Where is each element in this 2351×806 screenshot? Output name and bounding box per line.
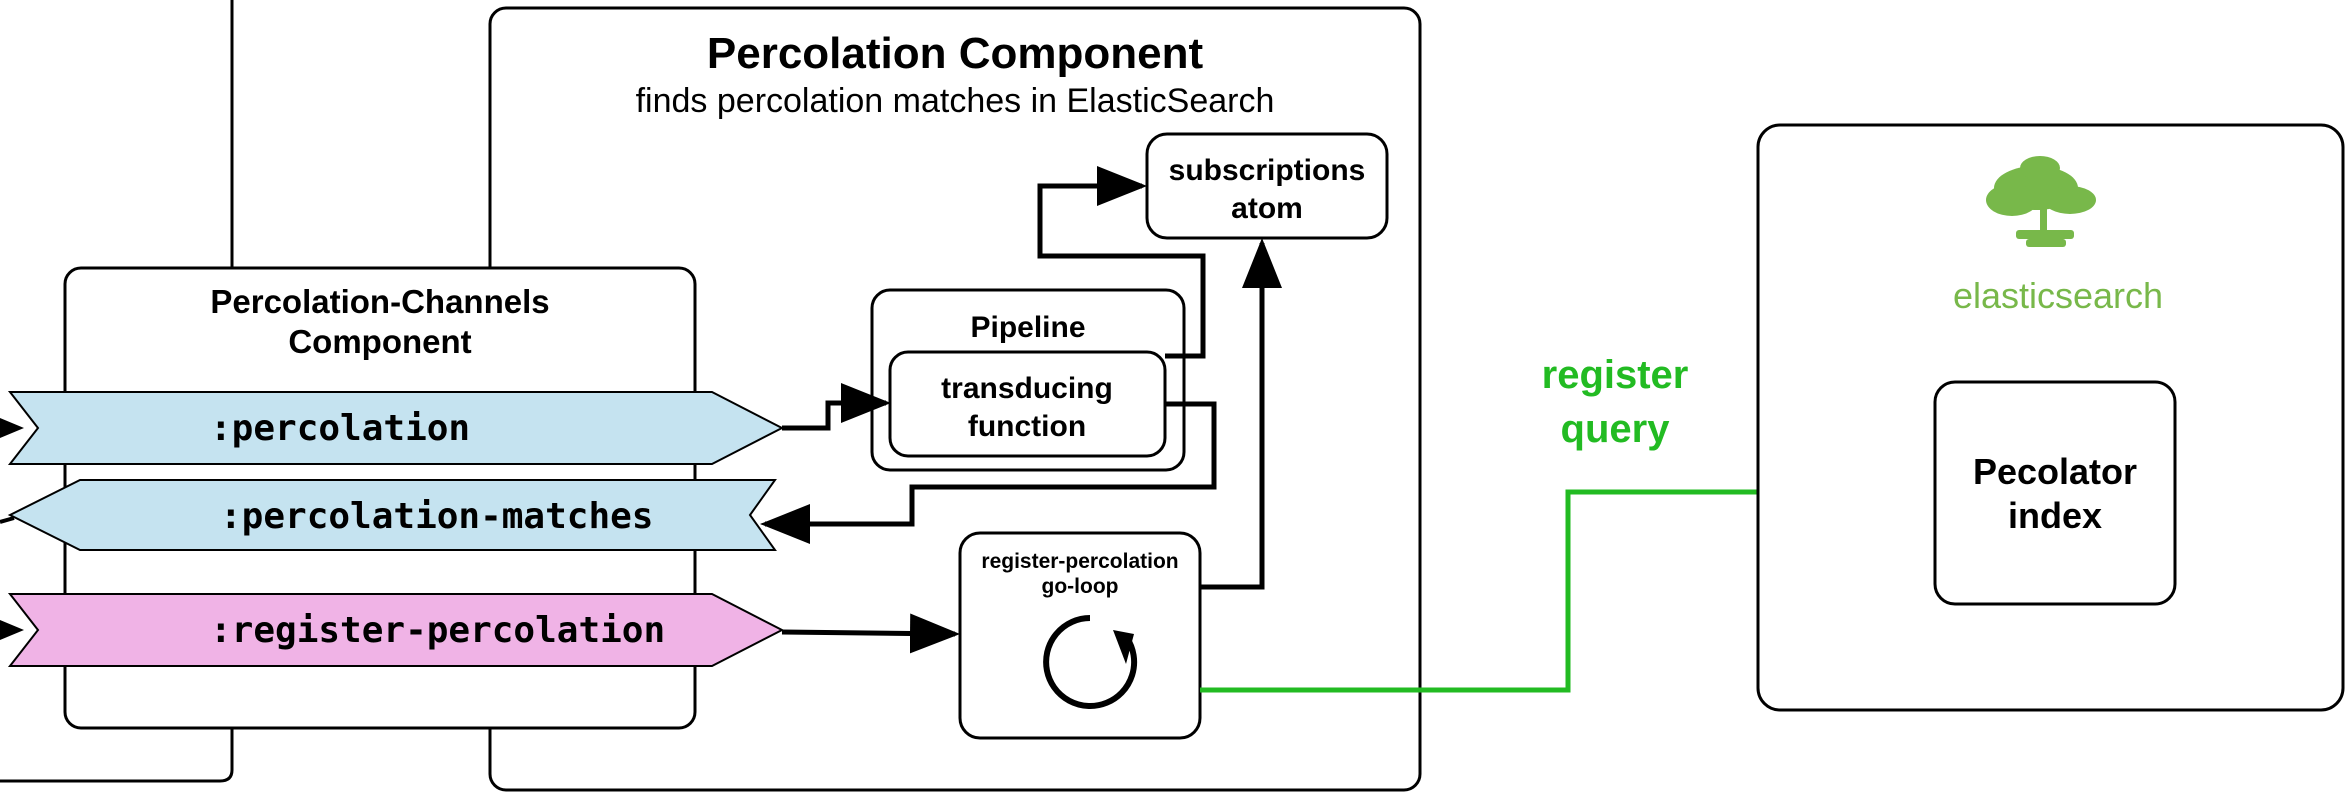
pipeline-title: Pipeline: [970, 311, 1085, 344]
go-loop-label-line2: go-loop: [1042, 575, 1119, 598]
arrow-register-query: [1200, 472, 1935, 693]
left-arrow-percolation: [0, 418, 24, 438]
channel-percolation-matches-label: :percolation-matches: [220, 496, 653, 537]
percolator-index-line1: Pecolator: [1973, 451, 2137, 492]
channel-register-percolation: :register-percolation: [7, 593, 785, 667]
channel-percolation-label: :percolation: [210, 408, 470, 449]
go-loop-label-line1: register-percolation: [981, 550, 1178, 573]
transducing-function-line2: function: [968, 410, 1086, 443]
elasticsearch-logo-text: elasticsearch: [1953, 275, 2163, 316]
elasticsearch-logo-icon: [1986, 156, 2096, 247]
channel-percolation: :percolation: [7, 391, 785, 465]
percolation-component-title: Percolation Component: [707, 29, 1204, 78]
arrow-pipeline-to-matches: [760, 401, 1217, 544]
register-query-label-line2: query: [1561, 407, 1671, 451]
channels-component-title-line2: Component: [288, 323, 471, 360]
channel-percolation-matches: :percolation-matches: [7, 479, 777, 551]
left-line-matches: [0, 516, 15, 524]
arrow-percolation-to-pipeline: [782, 383, 891, 431]
percolation-component-subtitle: finds percolation matches in ElasticSear…: [636, 82, 1275, 120]
channels-component-title-line1: Percolation-Channels: [210, 283, 549, 320]
arrow-go-loop-to-subscriptions: [1200, 238, 1282, 590]
arrow-register-to-go-loop: [781, 613, 960, 654]
arrow-pipeline-to-subscriptions: [1037, 166, 1206, 359]
subscriptions-label-line1: subscriptions: [1169, 154, 1366, 187]
transducing-function-line1: transducing: [941, 372, 1113, 405]
left-arrow-register: [0, 620, 24, 640]
subscriptions-label-line2: atom: [1231, 192, 1303, 225]
channel-register-percolation-label: :register-percolation: [210, 610, 665, 651]
register-query-label-line1: register: [1542, 353, 1689, 397]
go-loop-box: [958, 531, 1202, 740]
percolator-index-line2: index: [2008, 495, 2102, 536]
loop-icon: [1043, 615, 1138, 709]
percolator-index-box: [1933, 380, 2177, 606]
